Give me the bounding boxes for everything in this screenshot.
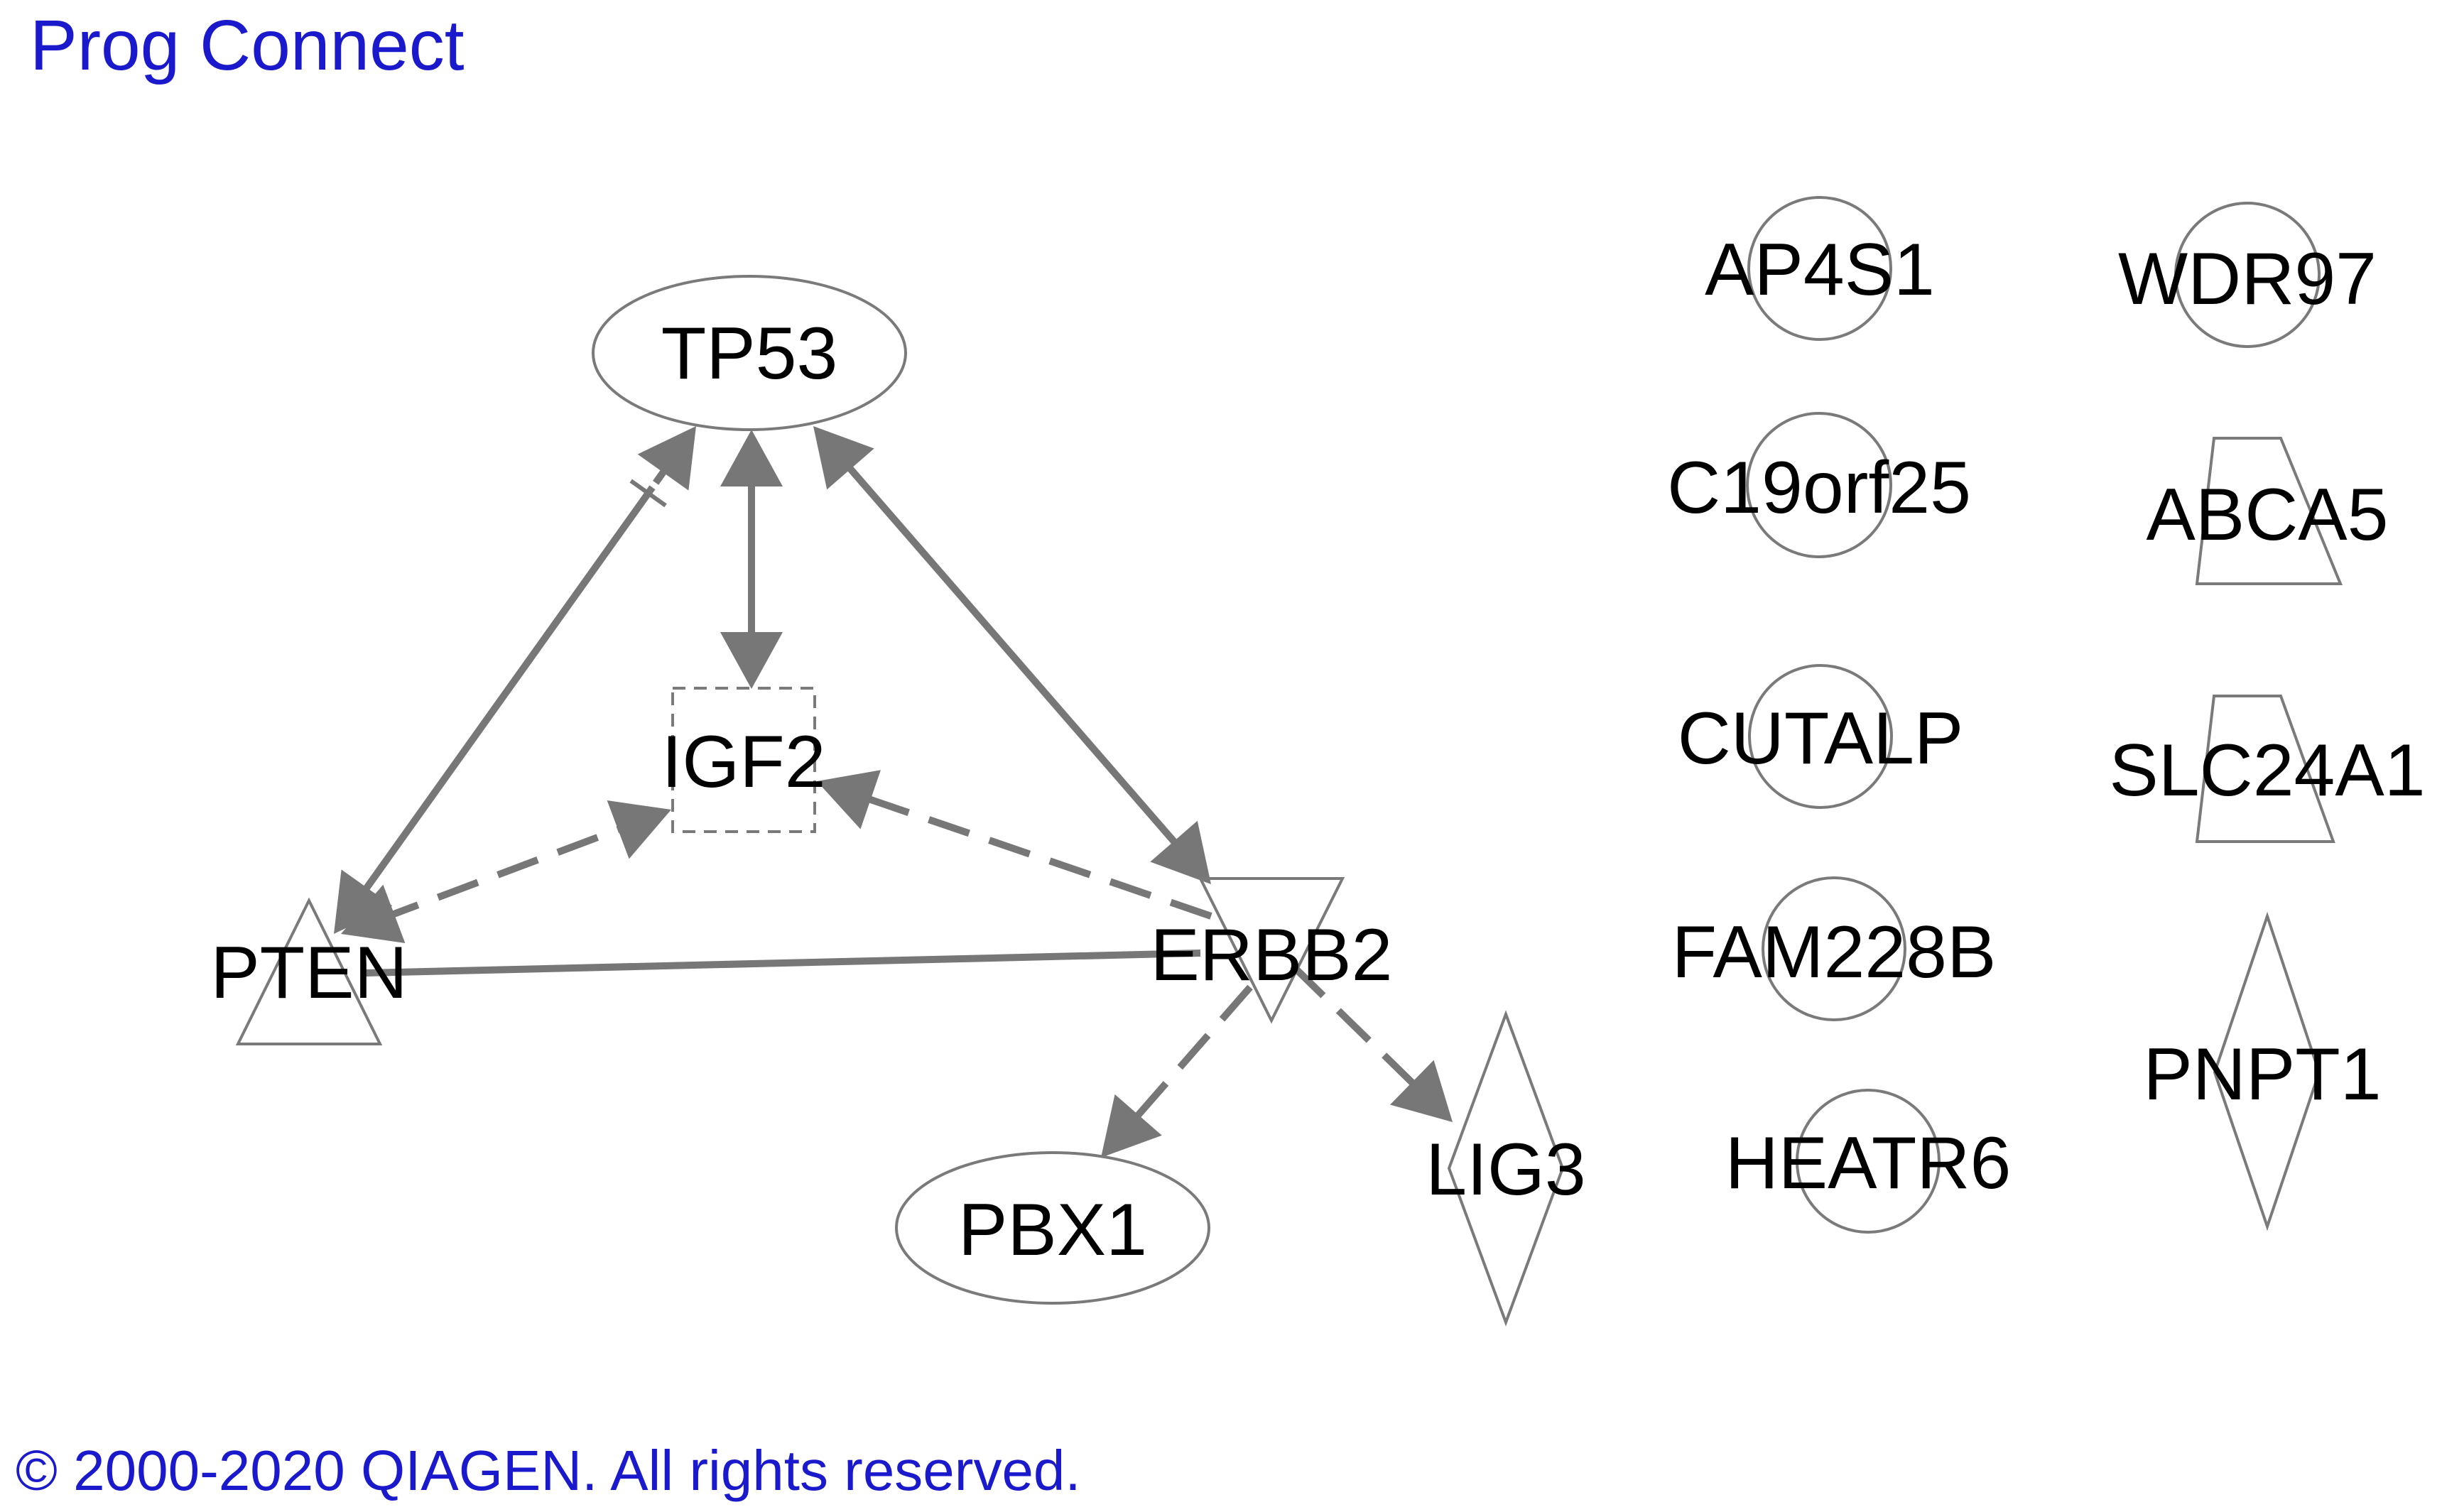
node-ap4s1-label: AP4S1	[1705, 229, 1935, 311]
arrowhead	[637, 426, 696, 491]
arrowhead	[1390, 1060, 1453, 1122]
node-tp53-shape[interactable]	[592, 275, 907, 431]
node-slc24a1-shape[interactable]	[2195, 695, 2335, 843]
edge-erbb2-lig3[interactable]	[1290, 963, 1453, 1122]
edge-pten-igf2[interactable]	[341, 800, 671, 944]
node-heatr6-shape[interactable]	[1796, 1089, 1941, 1234]
arrowhead	[813, 426, 874, 490]
edges-layer	[334, 426, 1453, 1158]
node-fam228b-label: FAM228B	[1672, 911, 1997, 994]
nodes-layer	[235, 196, 2343, 1327]
node-abca5-label: ABCA5	[2146, 474, 2388, 556]
node-heatr6-label: HEATR6	[1725, 1122, 2012, 1204]
node-wdr97-label: WDR97	[2118, 238, 2377, 320]
inhibition-bar	[629, 479, 667, 508]
node-pnpt1-label: PNPT1	[2143, 1033, 2381, 1116]
node-pnpt1-shape[interactable]	[2213, 911, 2321, 1231]
node-slc24a1-label: SLC24A1	[2109, 729, 2425, 812]
node-c19orf25-shape[interactable]	[1746, 412, 1892, 558]
node-c19orf25-label: C19orf25	[1667, 447, 1971, 529]
node-pten-shape[interactable]	[235, 897, 383, 1045]
node-lig3-shape[interactable]	[1447, 1010, 1565, 1327]
edge-tp53-erbb2[interactable]	[813, 426, 1211, 884]
edge-tp53-igf2[interactable]	[720, 430, 783, 689]
node-erbb2-shape[interactable]	[1198, 877, 1345, 1024]
node-labels: TP53 IGF2 PTEN ERBB2 PBX1 LIG3 AP4S1 WDR…	[210, 229, 2425, 1271]
arrowhead	[720, 430, 783, 486]
inhibition-bar	[635, 470, 673, 500]
node-ap4s1-shape[interactable]	[1747, 196, 1892, 341]
node-lig3-label: LIG3	[1426, 1128, 1585, 1211]
arrowhead	[341, 884, 406, 944]
arrowhead	[817, 770, 881, 830]
node-igf2-shape[interactable]	[671, 687, 816, 833]
node-wdr97-shape[interactable]	[2174, 202, 2321, 348]
node-pbx1-shape[interactable]	[895, 1151, 1210, 1305]
arrowhead	[607, 800, 671, 859]
node-fam228b-shape[interactable]	[1762, 876, 1906, 1021]
arrowhead	[720, 632, 783, 689]
edge-erbb2-pbx1[interactable]	[1101, 984, 1253, 1158]
copyright-notice: © 2000-2020 QIAGEN. All rights reserved.	[16, 1439, 1081, 1502]
arrowhead	[334, 869, 393, 934]
node-cutalp-shape[interactable]	[1748, 664, 1893, 809]
node-abca5-shape[interactable]	[2195, 437, 2343, 585]
diagram-title: Prog Connect	[30, 6, 465, 85]
edge-erbb2-igf2[interactable]	[817, 770, 1212, 920]
node-erbb2-label: ERBB2	[1150, 914, 1392, 996]
node-igf2-label: IGF2	[661, 721, 825, 803]
arrowhead	[1101, 1094, 1162, 1158]
edge-pten-tp53[interactable]	[334, 426, 696, 934]
edge-pten-erbb2[interactable]	[365, 950, 1201, 977]
node-pbx1-label: PBX1	[958, 1189, 1147, 1271]
node-pten-label: PTEN	[210, 932, 407, 1014]
node-tp53-label: TP53	[661, 312, 838, 395]
arrowhead	[1150, 820, 1211, 884]
node-cutalp-label: CUTALP	[1678, 697, 1964, 780]
